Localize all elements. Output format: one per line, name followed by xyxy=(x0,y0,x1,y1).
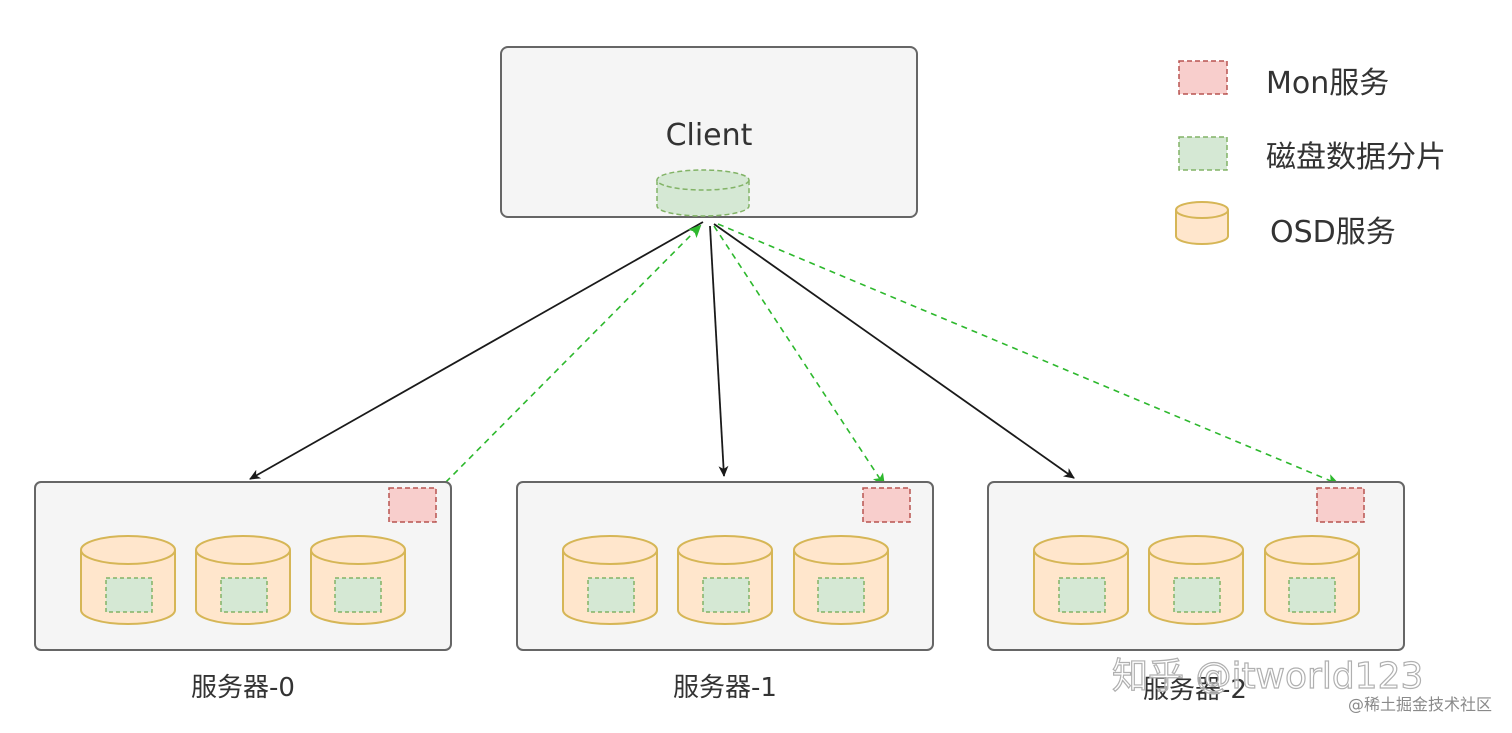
osd-service-icon xyxy=(677,535,773,625)
mon-service-icon xyxy=(1316,487,1365,523)
osd-service-icon xyxy=(562,535,658,625)
osd-service-icon xyxy=(195,535,291,625)
legend: Mon服务 磁盘数据分片 OSD服务 xyxy=(1175,60,1446,250)
mon-service-icon xyxy=(388,487,437,523)
legend-label: Mon服务 xyxy=(1266,66,1389,101)
client-shard-icon xyxy=(656,169,750,217)
osd-service-icon xyxy=(1033,535,1129,625)
legend-item-osd: OSD服务 xyxy=(1175,201,1396,250)
data-shard-icon xyxy=(1173,577,1221,613)
server-2: 服务器-2 xyxy=(987,481,1405,705)
watermark-main: 知乎 @itworld123 xyxy=(1112,656,1423,697)
client-node: Client xyxy=(500,46,918,218)
legend-label: OSD服务 xyxy=(1270,215,1396,250)
solid-arrow-server-2 xyxy=(713,223,1075,479)
server-label: 服务器-0 xyxy=(191,673,295,703)
osd-service-icon xyxy=(793,535,889,625)
client-box xyxy=(500,46,918,218)
data-shard-icon xyxy=(220,577,268,613)
server-0: 服务器-0 xyxy=(34,481,452,703)
server-1: 服务器-1 xyxy=(516,481,934,703)
legend-label: 磁盘数据分片 xyxy=(1266,140,1446,175)
data-shard-icon xyxy=(587,577,635,613)
data-shard-icon xyxy=(105,577,153,613)
server-label: 服务器-1 xyxy=(673,673,777,703)
data-shard-icon xyxy=(1058,577,1106,613)
data-shard-icon xyxy=(1178,136,1228,171)
dashed-arrow-mon-0 xyxy=(425,224,702,503)
watermark-source: @稀土掘金技术社区 xyxy=(1348,695,1492,714)
dashed-arrow-mon-2 xyxy=(717,223,1340,486)
data-shard-icon xyxy=(702,577,750,613)
watermark: 知乎 @itworld123 @稀土掘金技术社区 xyxy=(1111,655,1492,714)
osd-service-icon xyxy=(1175,201,1229,245)
mon-service-icon xyxy=(1178,60,1228,95)
client-label: Client xyxy=(666,118,753,153)
osd-service-icon xyxy=(1148,535,1244,625)
mon-service-icon xyxy=(862,487,911,523)
connections xyxy=(249,221,1340,503)
osd-service-icon xyxy=(80,535,176,625)
server-label: 服务器-2 xyxy=(1143,675,1247,705)
legend-item-shard: 磁盘数据分片 xyxy=(1178,136,1446,175)
dashed-arrow-mon-1 xyxy=(713,225,886,487)
data-shard-icon xyxy=(817,577,865,613)
osd-service-icon xyxy=(310,535,406,625)
solid-arrow-server-0 xyxy=(249,221,704,480)
data-shard-icon xyxy=(334,577,382,613)
solid-arrow-server-1 xyxy=(709,225,729,477)
data-shard-icon xyxy=(1288,577,1336,613)
osd-service-icon xyxy=(1264,535,1360,625)
legend-item-mon: Mon服务 xyxy=(1178,60,1389,101)
